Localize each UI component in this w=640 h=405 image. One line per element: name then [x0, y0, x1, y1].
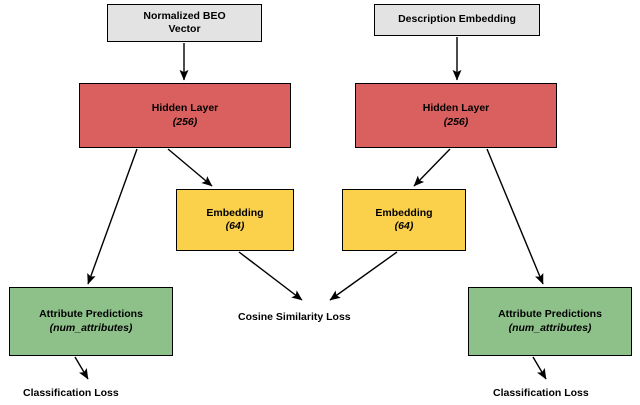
node-attribute-predictions-left: Attribute Predictions (num_attributes)	[9, 287, 173, 356]
node-subtitle: (64)	[394, 220, 414, 232]
label-cosine-similarity-loss: Cosine Similarity Loss	[238, 311, 351, 323]
node-embedding-left: Embedding (64)	[176, 189, 294, 251]
node-hidden-layer-left: Hidden Layer (256)	[79, 83, 291, 148]
node-hidden-layer-right: Hidden Layer (256)	[355, 83, 557, 148]
node-subtitle: (num_attributes)	[49, 321, 133, 334]
label-classification-loss-left: Classification Loss	[23, 387, 119, 399]
node-subtitle: (256)	[443, 115, 469, 128]
edge-attr-left-to-classification-loss	[74, 356, 89, 380]
node-title: Normalized BEO	[143, 9, 226, 22]
edge-embed-left-to-cosine	[238, 251, 303, 301]
node-attribute-predictions-right: Attribute Predictions (num_attributes)	[468, 287, 632, 356]
node-title: Attribute Predictions	[498, 308, 602, 321]
node-title: Embedding	[375, 206, 433, 219]
node-title: Hidden Layer	[151, 102, 219, 115]
edge-hidden-left-to-embed-left	[167, 148, 213, 187]
edge-hidden-right-to-embed-right	[413, 148, 451, 187]
edge-embed-right-to-cosine	[329, 251, 398, 301]
node-title-line2: Vector	[168, 23, 201, 35]
edge-attr-right-to-classification-loss	[532, 356, 547, 380]
node-title: Hidden Layer	[422, 102, 490, 115]
node-title: Attribute Predictions	[39, 308, 143, 321]
node-subtitle: (num_attributes)	[508, 321, 592, 334]
node-title: Description Embedding	[398, 13, 516, 26]
node-title: Embedding	[206, 206, 264, 219]
node-subtitle: (64)	[225, 220, 245, 232]
edge-hidden-left-to-attr-left	[87, 148, 138, 285]
node-description-embedding: Description Embedding	[374, 4, 540, 36]
node-embedding-right: Embedding (64)	[342, 189, 466, 251]
edge-hidden-right-to-attr-right	[486, 148, 544, 285]
label-classification-loss-right: Classification Loss	[493, 387, 589, 399]
node-subtitle: (256)	[172, 115, 198, 128]
node-normalized-beo-vector: Normalized BEO Vector	[107, 4, 262, 42]
